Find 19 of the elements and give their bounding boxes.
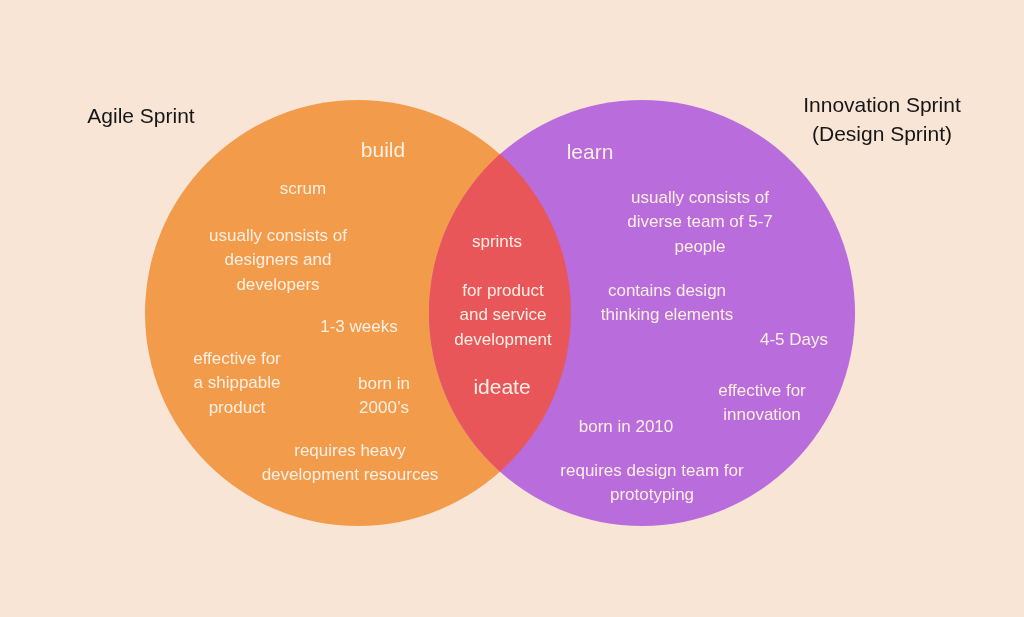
trait-text: usually consists of diverse team of 5-7 people [626,186,774,258]
trait-text: 4-5 Days [760,328,828,351]
trait-text: effective for a shippable product [192,347,282,419]
trait-text: born in 2000’s [357,372,411,420]
trait-text: usually consists of designers and developers [208,224,348,296]
trait-text: requires heavy development resources [260,439,440,487]
trait-text: 1-3 weeks [320,315,398,338]
keyword-label: ideate [473,374,531,400]
trait-text: born in 2010 [578,415,674,438]
trait-text: effective for innovation [717,379,807,427]
trait-text: requires design team for prototyping [559,459,745,507]
keyword-label: learn [566,139,614,165]
keyword-label: build [360,137,406,163]
trait-text: for product and service development [453,279,553,351]
set-title: Innovation Sprint (Design Sprint) [802,91,962,147]
trait-text: contains design thinking elements [599,279,735,327]
trait-text: sprints [471,230,523,253]
trait-text: scrum [279,177,327,200]
set-title: Agile Sprint [87,102,195,129]
